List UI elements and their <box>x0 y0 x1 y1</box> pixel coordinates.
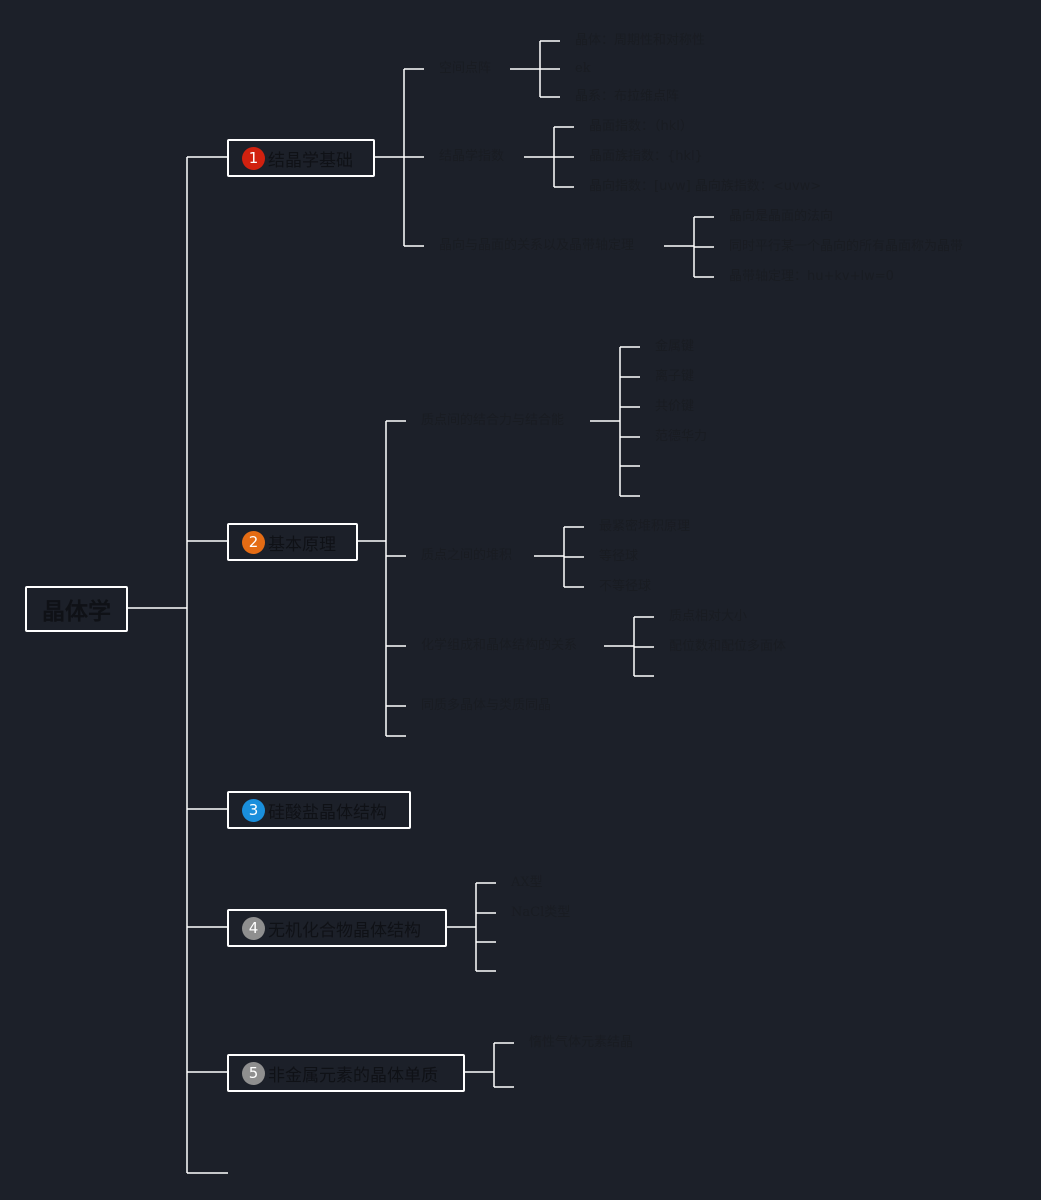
subtopic-node[interactable]: 空间点阵 <box>439 61 492 76</box>
leaf-node[interactable]: 晶系：布拉维点阵 <box>575 89 680 104</box>
subtopic-node[interactable]: 质点间的结合力与结合能 <box>421 413 565 428</box>
leaf-node[interactable]: 晶带轴定理：hu+kv+lw=0 <box>729 269 894 284</box>
number-badge-icon: 5 <box>242 1061 265 1085</box>
subtopic-node[interactable]: AX型 <box>511 875 543 890</box>
subtopic-node[interactable]: 化学组成和晶体结构的关系 <box>421 638 578 653</box>
subtopic-node[interactable]: 晶向与晶面的关系以及晶带轴定理 <box>439 238 635 253</box>
root-label: 晶体学 <box>42 599 111 625</box>
topic-node-3[interactable]: 3 硅酸盐晶体结构 <box>227 791 411 829</box>
leaf-node[interactable]: 晶面指数：（hkl） <box>589 119 693 134</box>
topic-node-4[interactable]: 4 无机化合物晶体结构 <box>227 909 447 947</box>
leaf-node[interactable]: 共价键 <box>655 399 695 414</box>
subtopic-node[interactable]: 结晶学指数 <box>439 149 505 164</box>
leaf-node[interactable]: ek <box>575 61 591 76</box>
subtopic-node[interactable]: 质点之间的堆积 <box>421 548 513 563</box>
number-badge-icon: 3 <box>242 798 265 822</box>
topic-label: 结晶学基础 <box>268 150 353 171</box>
leaf-node[interactable]: 范德华力 <box>655 429 708 444</box>
leaf-node[interactable]: 金属键 <box>655 339 695 354</box>
leaf-node[interactable]: 晶向指数：[uvw] 晶向族指数：<uvw> <box>589 179 822 194</box>
topic-label: 硅酸盐晶体结构 <box>268 802 387 823</box>
topic-label: 非金属元素的晶体单质 <box>268 1065 438 1086</box>
topic-node-1[interactable]: 1 结晶学基础 <box>227 139 375 177</box>
leaf-node[interactable]: 晶体：周期性和对称性 <box>575 33 706 48</box>
subtopic-node[interactable]: NaCl类型 <box>511 905 571 920</box>
number-badge-icon: 4 <box>242 916 265 940</box>
leaf-node[interactable]: 晶面族指数：{hkl} <box>589 149 703 164</box>
topic-node-5[interactable]: 5 非金属元素的晶体单质 <box>227 1054 465 1092</box>
number-badge-icon: 2 <box>242 530 265 554</box>
leaf-node[interactable]: 不等径球 <box>599 579 652 594</box>
topic-label: 无机化合物晶体结构 <box>268 920 421 941</box>
root-node[interactable]: 晶体学 <box>25 586 128 632</box>
leaf-node[interactable]: 配位数和配位多面体 <box>669 639 787 654</box>
leaf-node[interactable]: 晶向是晶面的法向 <box>729 209 834 224</box>
topic-label: 基本原理 <box>268 534 336 555</box>
leaf-node[interactable]: 同时平行某一个晶向的所有晶面称为晶带 <box>729 239 964 254</box>
leaf-node[interactable]: 等径球 <box>599 549 639 564</box>
number-badge-icon: 1 <box>242 146 265 170</box>
leaf-node[interactable]: 质点相对大小 <box>669 609 748 624</box>
subtopic-node[interactable]: 同质多晶体与类质同晶 <box>421 698 552 713</box>
topic-node-2[interactable]: 2 基本原理 <box>227 523 358 561</box>
subtopic-node[interactable]: 惰性气体元素结晶 <box>529 1035 634 1050</box>
leaf-node[interactable]: 离子键 <box>655 369 695 384</box>
leaf-node[interactable]: 最紧密堆积原理 <box>599 519 691 534</box>
